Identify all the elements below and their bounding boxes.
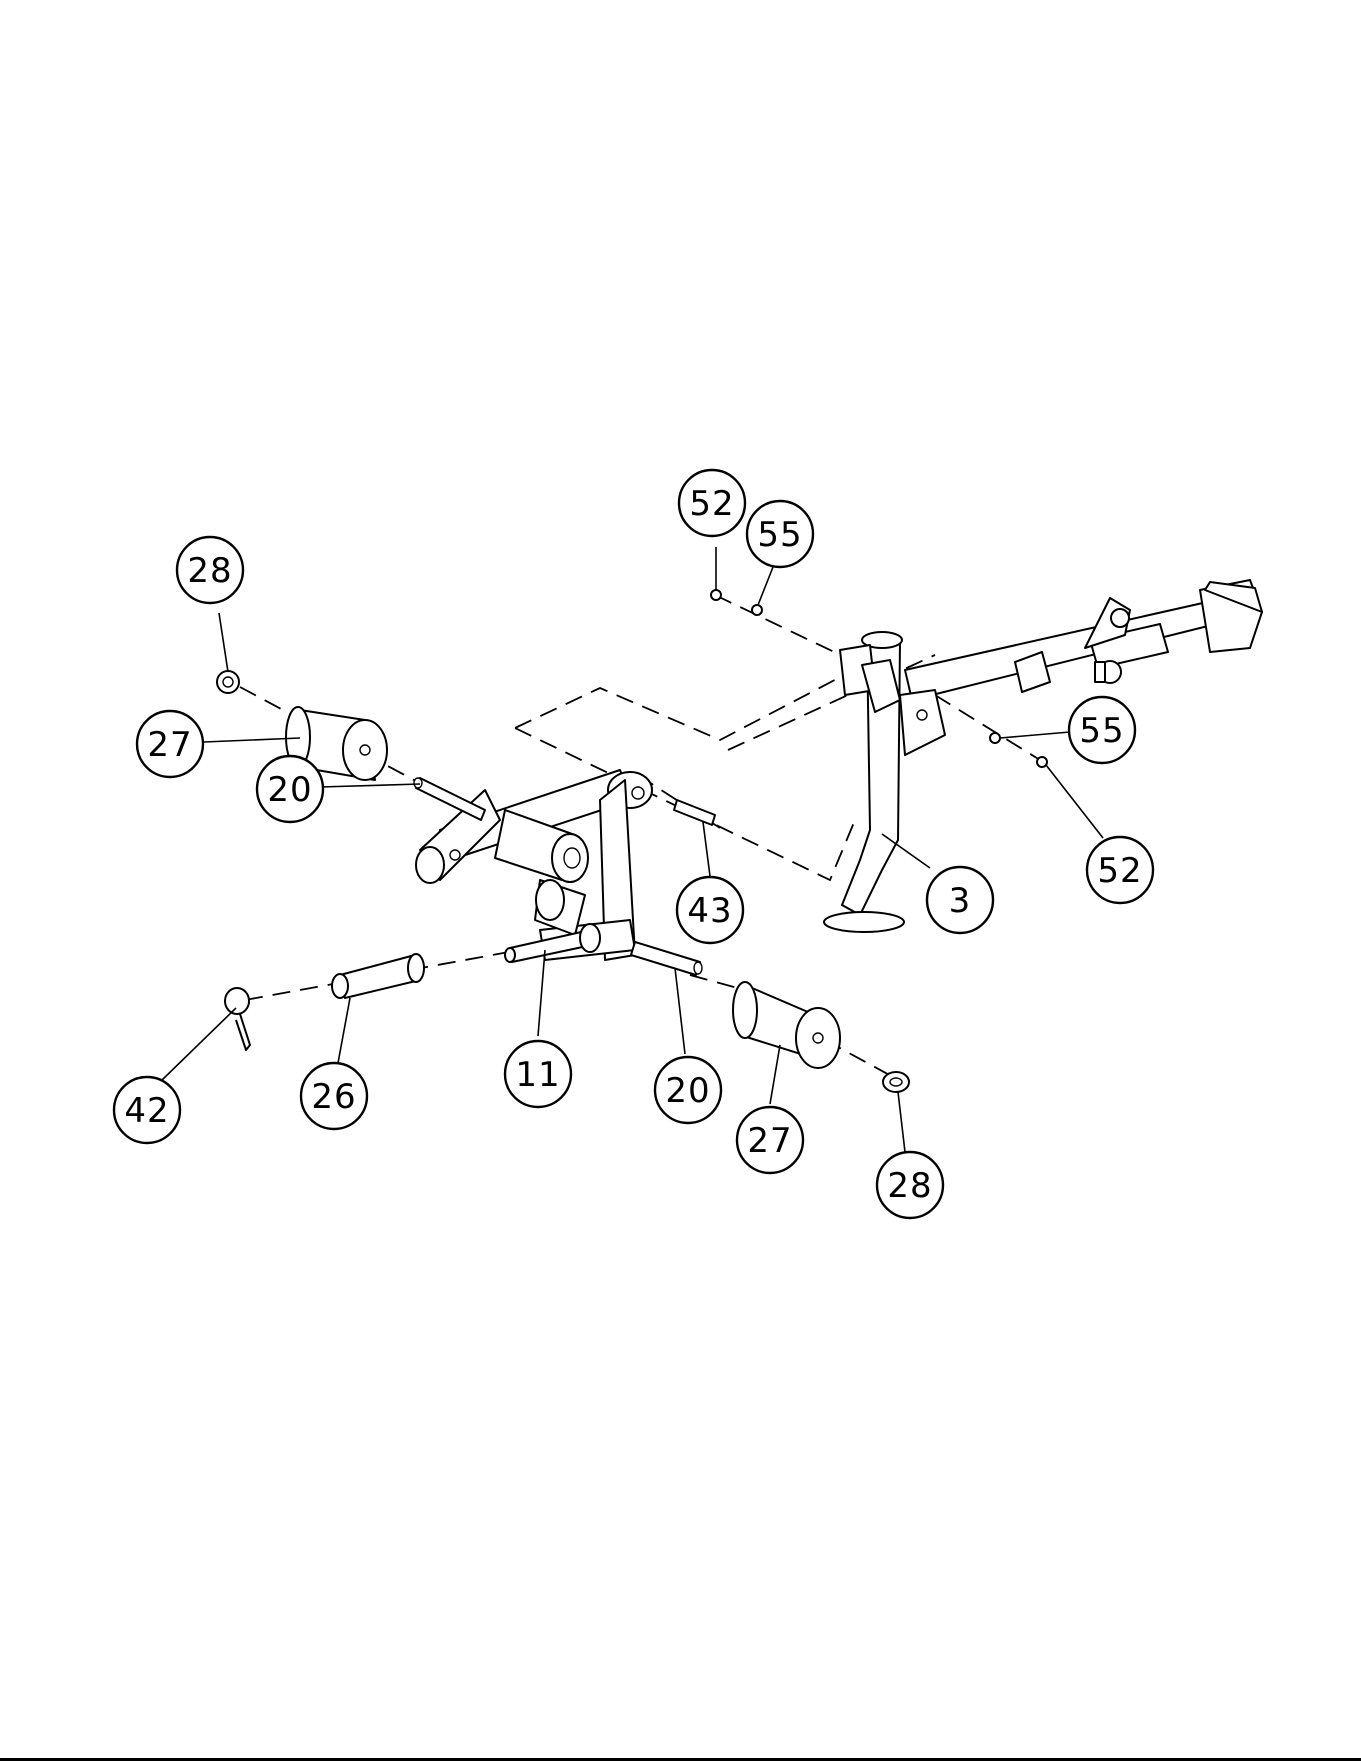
- callout-label: 11: [515, 1055, 560, 1095]
- callout-label: 27: [747, 1121, 792, 1161]
- callout-label: 55: [1079, 711, 1124, 751]
- callout-3: 3: [927, 867, 993, 933]
- callout-20-lower: 20: [655, 1057, 721, 1123]
- callout-28-left: 28: [177, 537, 243, 603]
- callout-label: 52: [689, 484, 734, 524]
- callout-label: 55: [757, 515, 802, 555]
- callout-label: 20: [665, 1071, 710, 1111]
- callout-label: 27: [147, 725, 192, 765]
- rod-20-lower: [631, 942, 702, 975]
- roller-27-right: [733, 982, 840, 1068]
- sleeve-26: [332, 954, 424, 998]
- washer-55-right: [990, 733, 1000, 743]
- callouts: 28 27 20 52 55 55 52 43 3 42 26 11 20 27 28: [114, 470, 1153, 1218]
- bolt-52-top: [711, 590, 721, 600]
- callout-label: 3: [949, 881, 972, 921]
- callout-label: 28: [187, 551, 232, 591]
- leader-lines: [162, 547, 1103, 1152]
- callout-28-right: 28: [877, 1152, 943, 1218]
- callout-55-right: 55: [1069, 697, 1135, 763]
- callout-42: 42: [114, 1077, 180, 1143]
- callout-label: 43: [687, 891, 732, 931]
- callout-20-upper: 20: [257, 756, 323, 822]
- callout-label: 20: [267, 770, 312, 810]
- callout-52-top: 52: [679, 470, 745, 536]
- frame-part-3: [824, 580, 1262, 932]
- callout-55-top: 55: [747, 501, 813, 567]
- callout-label: 52: [1097, 851, 1142, 891]
- pin-43: [674, 800, 715, 825]
- callout-43: 43: [677, 877, 743, 943]
- washer-55-top: [752, 605, 762, 615]
- callout-label: 28: [887, 1166, 932, 1206]
- callout-11: 11: [505, 1041, 571, 1107]
- callout-label: 42: [124, 1091, 169, 1131]
- callout-27-left: 27: [137, 711, 203, 777]
- callout-27-right: 27: [737, 1107, 803, 1173]
- clip-42: [225, 988, 249, 1014]
- callout-52-right: 52: [1087, 837, 1153, 903]
- callout-26: 26: [301, 1063, 367, 1129]
- callout-label: 26: [311, 1077, 356, 1117]
